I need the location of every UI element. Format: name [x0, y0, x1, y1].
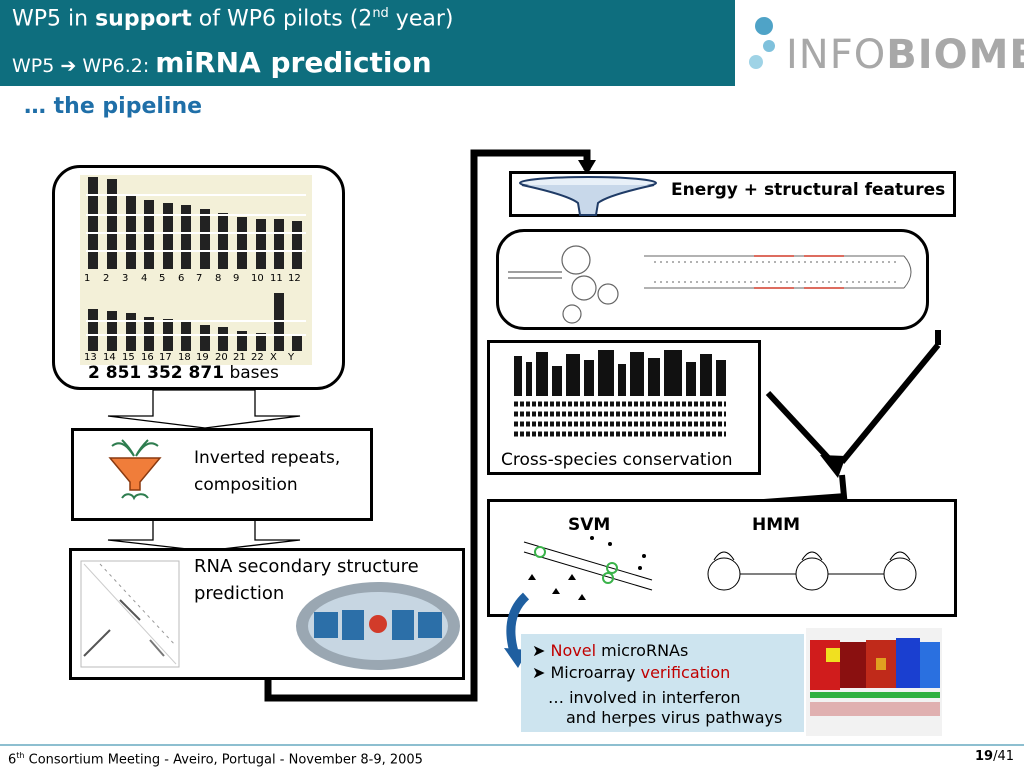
svm-diagram-image [523, 536, 653, 600]
hmm-label: HMM [752, 515, 801, 535]
dot-plot-image [80, 560, 180, 668]
rna-structure-label-2: prediction [194, 583, 285, 604]
hairpin-structure-box [496, 229, 929, 330]
flow-arrows-left [107, 389, 301, 552]
result-pathway-line-1: … involved in interferon [548, 688, 741, 707]
bullet-arrow-icon: ➤ [532, 663, 551, 682]
hmm-diagram-image [707, 551, 917, 591]
result-microarray-verification: ➤ Microarray verification [532, 663, 731, 682]
conservation-step [487, 340, 761, 475]
conservation-plot-image [514, 350, 726, 437]
logo-dots-icon [749, 17, 775, 69]
title-line-1: WP5 in support of WP6 pilots (2nd year) [12, 6, 454, 32]
hairpin-structure-image [508, 245, 912, 324]
inverted-repeats-label-1: Inverted repeats, [194, 448, 341, 468]
genome-size-caption: 2 851 352 871 bases [88, 363, 279, 383]
footer-divider [0, 744, 1024, 746]
result-novel-microrna: ➤ Novel microRNAs [532, 641, 689, 660]
filter-funnel-icon [519, 176, 657, 216]
section-subtitle: … the pipeline [24, 94, 203, 119]
results-panel [521, 634, 804, 732]
supercomputer-image [296, 582, 460, 670]
microarray-heatmap-image [806, 628, 942, 736]
inverted-repeats-label-2: composition [194, 475, 298, 495]
conservation-label: Cross-species conservation [501, 450, 733, 470]
result-pathway-line-2: and herpes virus pathways [566, 708, 783, 727]
arrow-right-icon: ➔ [60, 55, 77, 77]
energy-features-label: Energy + structural features [671, 180, 946, 200]
title-bar [0, 0, 735, 86]
title-line-2: WP5 ➔ WP6.2: miRNA prediction [12, 46, 432, 79]
page-number: 19/41 [974, 749, 1014, 764]
svm-label: SVM [568, 515, 611, 535]
funnel-icon [108, 439, 162, 501]
karyotype-image [80, 175, 312, 365]
rna-structure-label-1: RNA secondary structure [194, 556, 419, 577]
footer-text: 6th Consortium Meeting - Aveiro, Portuga… [8, 751, 423, 768]
company-logo: INFOBIOMED [786, 32, 1024, 78]
bullet-arrow-icon: ➤ [532, 641, 551, 660]
